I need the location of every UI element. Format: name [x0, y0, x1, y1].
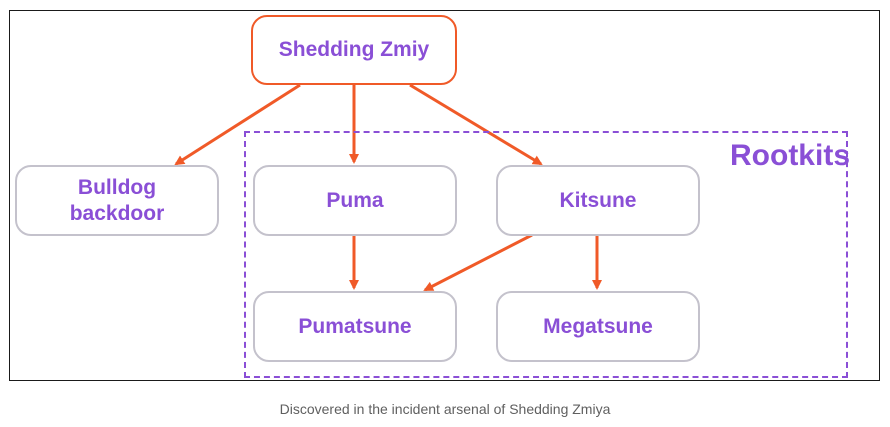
- node-bulldog-backdoor-line1: Bulldog: [77, 175, 157, 199]
- edge-root-to-kitsune: [409, 83, 543, 166]
- rootkits-group-box: [244, 131, 848, 378]
- node-megatsune-label: Megatsune: [543, 314, 653, 338]
- edge-root-to-bulldog: [174, 83, 301, 166]
- node-pumatsune-label: Pumatsune: [298, 314, 412, 338]
- node-shedding-zmiy: Shedding Zmiy: [251, 15, 457, 85]
- node-kitsune: Kitsune: [496, 165, 700, 236]
- node-pumatsune: Pumatsune: [253, 291, 457, 362]
- rootkits-group-label: Rootkits: [730, 139, 850, 172]
- node-kitsune-label: Kitsune: [559, 188, 637, 212]
- node-shedding-zmiy-label: Shedding Zmiy: [278, 38, 430, 61]
- node-bulldog-backdoor-line2: backdoor: [69, 201, 165, 225]
- node-puma-label: Puma: [326, 188, 384, 212]
- node-bulldog-backdoor: Bulldog backdoor: [15, 165, 219, 236]
- edge-kitsune-to-pumatsune: [423, 233, 533, 292]
- node-puma: Puma: [253, 165, 457, 236]
- node-megatsune: Megatsune: [496, 291, 700, 362]
- figure-caption: Discovered in the incident arsenal of Sh…: [279, 401, 611, 417]
